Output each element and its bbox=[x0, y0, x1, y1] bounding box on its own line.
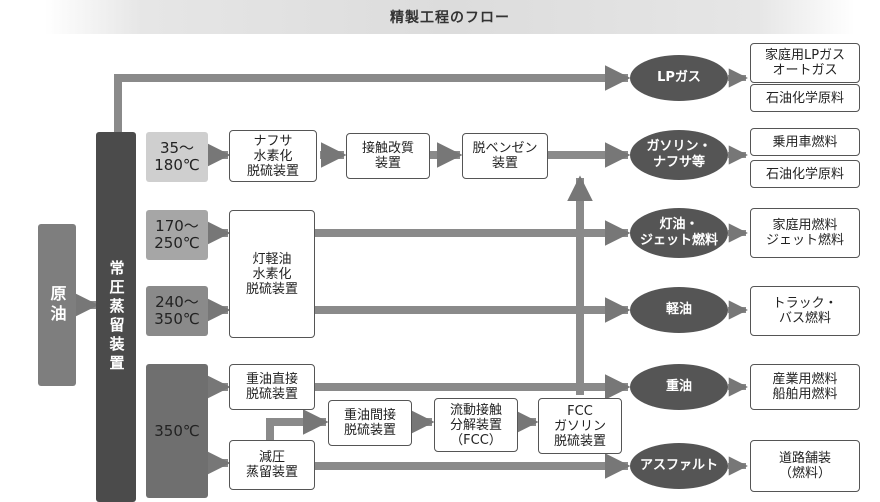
vacuum-distiller-unit: 減圧 蒸留装置 bbox=[229, 440, 315, 490]
use-lpg-home-auto: 家庭用LPガス オートガス bbox=[750, 43, 860, 83]
use-gasoline-car: 乗用車燃料 bbox=[750, 128, 860, 156]
fraction-350: 350℃ bbox=[146, 364, 208, 498]
product-diesel: 軽油 bbox=[630, 287, 728, 333]
fcc-unit: 流動接触 分解装置 （FCC） bbox=[434, 398, 518, 452]
use-lpg-petrochem: 石油化学原料 bbox=[750, 84, 860, 112]
debenzene-unit: 脱ベンゼン 装置 bbox=[462, 133, 548, 179]
use-diesel-truck-bus: トラック・ バス燃料 bbox=[750, 286, 860, 336]
fraction-35-180: 35〜 180℃ bbox=[146, 132, 208, 182]
product-lpg: LPガス bbox=[630, 55, 728, 101]
arrow-lpg bbox=[114, 65, 631, 132]
atmospheric-distiller-box: 常圧蒸留装置 bbox=[96, 132, 136, 502]
naphtha-hds-unit: ナフサ 水素化 脱硫装置 bbox=[229, 130, 317, 182]
arrow-vacuum-indirect bbox=[266, 409, 329, 440]
fcc-gasoline-hds-unit: FCC ガソリン 脱硫装置 bbox=[538, 398, 622, 454]
product-kerosene-jet: 灯油・ ジェット燃料 bbox=[630, 208, 728, 258]
product-asphalt: アスファルト bbox=[630, 443, 728, 489]
diagram-title: 精製工程のフロー bbox=[45, 0, 855, 34]
crude-oil-box: 原油 bbox=[38, 224, 76, 386]
heavy-oil-indirect-hds-unit: 重油間接 脱硫装置 bbox=[328, 400, 412, 446]
use-asphalt-road: 道路舗装 （燃料） bbox=[750, 440, 860, 492]
heavy-oil-direct-hds-unit: 重油直接 脱硫装置 bbox=[229, 364, 315, 410]
fraction-170-250: 170〜 250℃ bbox=[146, 210, 208, 260]
fraction-240-350: 240〜 350℃ bbox=[146, 286, 208, 336]
use-fueloil-industry-ship: 産業用燃料 船舶用燃料 bbox=[750, 364, 860, 410]
catalytic-reformer-unit: 接触改質 装置 bbox=[346, 133, 430, 179]
kerosene-gasoil-hds-unit: 灯軽油 水素化 脱硫装置 bbox=[229, 210, 315, 338]
use-kerosene-home-jet: 家庭用燃料 ジェット燃料 bbox=[750, 208, 860, 258]
use-gasoline-petrochem: 石油化学原料 bbox=[750, 160, 860, 188]
product-fuel-oil: 重油 bbox=[630, 364, 728, 410]
product-gasoline-naphtha: ガソリン・ ナフサ等 bbox=[630, 130, 728, 180]
